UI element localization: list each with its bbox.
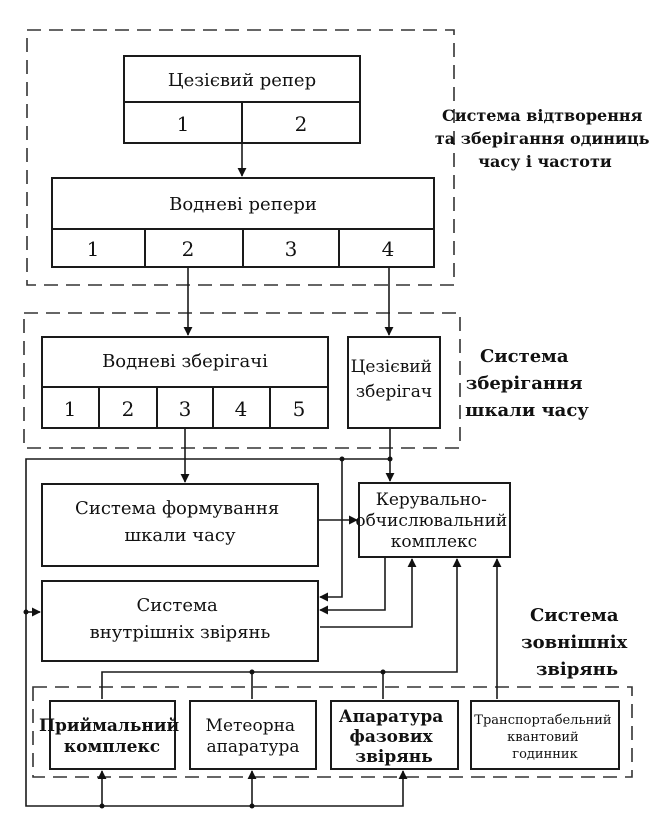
internal-comparison-block: Система внутрішніх звірянь: [41, 580, 319, 662]
external-comparison-label: Система зовнішніх звірянь: [521, 605, 633, 680]
control-complex-label: Керувально- обчислювальний комплекс: [355, 490, 512, 552]
reproduction-system-boundary: [26, 29, 455, 286]
hydrogen-references-block: Водневі репери 1 2 3 4: [51, 177, 435, 268]
connectors: [23, 143, 502, 809]
cesium-reference-title: Цезієвий репер: [168, 70, 316, 91]
hydrogen-keeper-cell-1: 1: [64, 397, 77, 421]
control-complex-block: Керувально- обчислювальний комплекс: [355, 482, 512, 558]
hydrogen-keeper-cell-4: 4: [235, 397, 248, 421]
time-scale-system-label: Система формування шкали часу: [75, 498, 285, 546]
hydrogen-keepers-block: Водневі зберігачі 1 2 3 4 5: [41, 336, 329, 429]
hydrogen-reference-cell-1: 1: [87, 237, 100, 261]
hydrogen-references-title: Водневі репери: [169, 194, 317, 215]
external-comparison-boundary: [32, 686, 633, 778]
hydrogen-keeper-cell-2: 2: [122, 397, 135, 421]
phase-comparison-label: Апаратура фазових звірянь: [339, 707, 449, 767]
meteor-equipment-label: Метеорна апаратура: [206, 716, 301, 757]
cesium-keeper-block: Цезієвий зберігач: [347, 336, 441, 429]
hydrogen-keeper-cell-5: 5: [293, 397, 306, 421]
phase-comparison-block: Апаратура фазових звірянь: [330, 700, 459, 770]
cesium-reference-cell-1: 1: [177, 112, 190, 136]
internal-comparison-label: Система внутрішніх звірянь: [90, 595, 271, 643]
hydrogen-keeper-cell-3: 3: [179, 397, 192, 421]
hydrogen-reference-cell-3: 3: [285, 237, 298, 261]
time-scale-system-block: Система формування шкали часу: [41, 483, 319, 567]
hydrogen-keepers-title: Водневі зберігачі: [102, 351, 268, 372]
storage-system-label: Система зберігання шкали часу: [465, 346, 589, 421]
meteor-equipment-block: Метеорна апаратура: [189, 700, 317, 770]
hydrogen-reference-cell-2: 2: [182, 237, 195, 261]
transportable-clock-block: Транспортабельний квантовий годинник: [470, 700, 620, 770]
hydrogen-reference-cell-4: 4: [382, 237, 395, 261]
cesium-reference-cell-2: 2: [295, 112, 308, 136]
receiving-complex-block: Приймальний комплекс: [39, 700, 185, 770]
cesium-keeper-label: Цезієвий зберігач: [351, 357, 438, 402]
transportable-clock-label: Транспортабельний квантовий годинник: [474, 713, 615, 762]
receiving-complex-label: Приймальний комплекс: [39, 716, 185, 757]
cesium-reference-block: Цезієвий репер 1 2: [123, 55, 361, 144]
reproduction-system-label: Система відтворення та зберігання одиниц…: [435, 106, 655, 171]
